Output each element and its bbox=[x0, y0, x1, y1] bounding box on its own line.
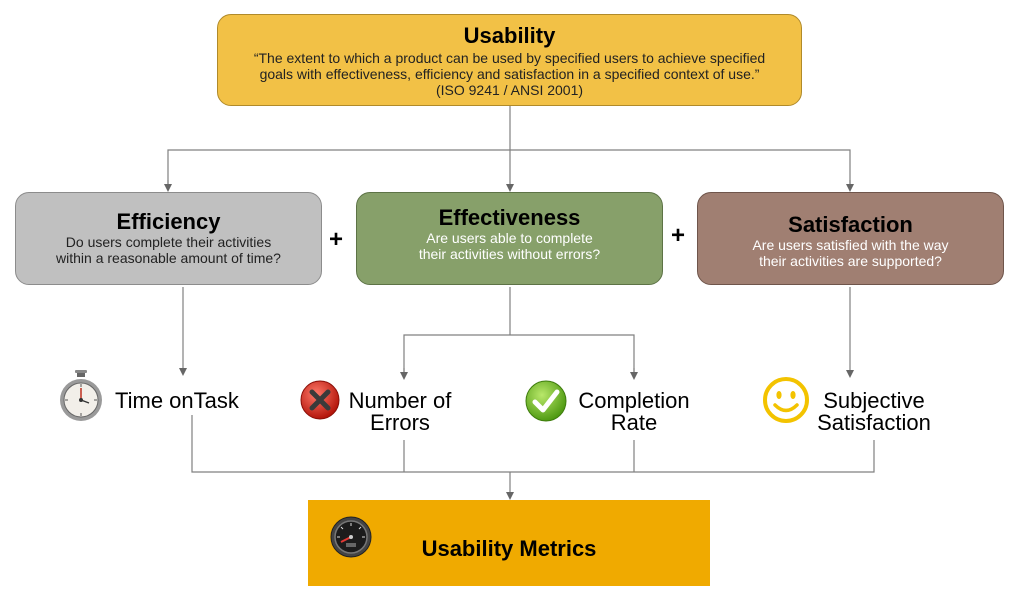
time-on-task-label: Time onTask bbox=[115, 388, 239, 413]
efficiency-question-line2: within a reasonable amount of time? bbox=[56, 250, 281, 266]
completion-rate-label: Completion Rate bbox=[568, 390, 700, 434]
satisfaction-question-line1: Are users satisfied with the way bbox=[752, 237, 949, 253]
error-x-icon bbox=[300, 380, 340, 420]
number-of-errors-line2: Errors bbox=[370, 410, 430, 435]
completion-rate-line1: Completion bbox=[578, 388, 690, 413]
number-of-errors-line1: Number of bbox=[348, 388, 452, 413]
efficiency-box: Efficiency Do users complete their activ… bbox=[15, 192, 322, 285]
usability-definition-line2: goals with effectiveness, efficiency and… bbox=[259, 66, 760, 82]
effectiveness-question-line2: their activities without errors? bbox=[418, 246, 601, 262]
smiley-icon bbox=[763, 377, 809, 423]
plus-sign: + bbox=[671, 222, 686, 249]
usability-metrics-box: Usability Metrics bbox=[308, 500, 710, 586]
number-of-errors-label: Number of Errors bbox=[340, 390, 460, 434]
effectiveness-question-line1: Are users able to complete bbox=[426, 230, 593, 246]
satisfaction-title: Satisfaction bbox=[788, 212, 913, 237]
satisfaction-question-line2: their activities are supported? bbox=[759, 253, 942, 269]
usability-metrics-title: Usability Metrics bbox=[421, 536, 597, 561]
effectiveness-box: Effectiveness Are users able to complete… bbox=[356, 192, 663, 285]
usability-source: (ISO 9241 / ANSI 2001) bbox=[435, 82, 584, 98]
plus-sign: + bbox=[329, 226, 344, 253]
usability-definition-line1: “The extent to which a product can be us… bbox=[253, 50, 766, 66]
checkmark-icon bbox=[525, 380, 567, 422]
satisfaction-box: Satisfaction Are users satisfied with th… bbox=[697, 192, 1004, 285]
usability-title: Usability bbox=[463, 23, 556, 48]
efficiency-title: Efficiency bbox=[116, 209, 221, 234]
subjective-satisfaction-line1: Subjective bbox=[823, 388, 925, 413]
completion-rate-line2: Rate bbox=[610, 410, 658, 435]
stopwatch-icon bbox=[60, 370, 102, 421]
subjective-satisfaction-line2: Satisfaction bbox=[817, 410, 931, 435]
usability-box: Usability “The extent to which a product… bbox=[217, 14, 802, 106]
effectiveness-title: Effectiveness bbox=[438, 205, 581, 230]
efficiency-question-line1: Do users complete their activities bbox=[65, 234, 272, 250]
gauge-icon bbox=[330, 516, 372, 558]
subjective-satisfaction-label: Subjective Satisfaction bbox=[804, 390, 944, 434]
